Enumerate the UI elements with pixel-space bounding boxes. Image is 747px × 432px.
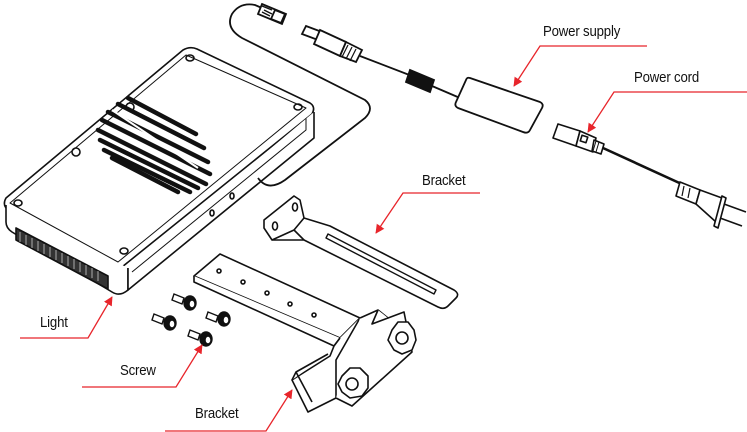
label-power-supply: Power supply [543, 23, 621, 40]
upper-bracket [263, 195, 459, 310]
leader-power-cord [587, 91, 747, 133]
screw-1 [171, 293, 197, 311]
dc-cable [229, 2, 461, 187]
leader-bracket-lower [165, 389, 293, 432]
leader-bracket-upper [375, 192, 480, 234]
screw-3 [205, 311, 231, 327]
leader-screw [82, 344, 203, 388]
label-power-cord: Power cord [634, 69, 700, 86]
leader-light [20, 296, 113, 339]
label-bracket-lower: Bracket [195, 405, 239, 422]
leader-power-supply [513, 45, 647, 87]
screws [151, 293, 231, 347]
screw-2 [151, 313, 177, 331]
label-bracket-upper: Bracket [422, 172, 466, 189]
power-supply-brick [454, 76, 544, 134]
fan-grill [95, 95, 213, 195]
screw-4 [187, 329, 213, 347]
lower-bracket [193, 253, 417, 413]
power-cord [552, 123, 747, 229]
label-light: Light [40, 314, 68, 331]
label-screw: Screw [120, 362, 156, 379]
